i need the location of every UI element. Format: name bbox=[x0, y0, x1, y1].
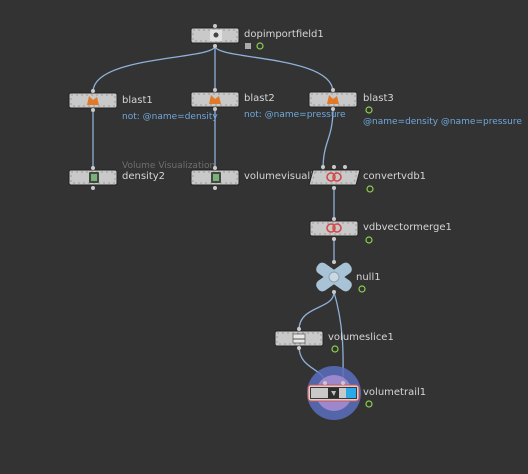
wire-blast3-convertvdb1 bbox=[322, 107, 334, 171]
vdb-icon bbox=[326, 172, 342, 182]
node-label: volumevisualiz bbox=[244, 171, 319, 182]
node-comment: not: @name=pressure bbox=[244, 110, 346, 120]
null-icon bbox=[316, 262, 352, 292]
node-label: blast3 bbox=[363, 93, 394, 104]
network-box-label: Volume Visualization bbox=[122, 161, 216, 171]
node-comment: not: @name=density bbox=[122, 112, 218, 122]
flag-ring-icon bbox=[366, 185, 374, 193]
node-label: convertvdb1 bbox=[363, 171, 427, 182]
node-label: dopimportfield1 bbox=[244, 29, 324, 40]
flag-ring-icon bbox=[256, 42, 264, 50]
node-label: blast2 bbox=[244, 93, 275, 104]
flag-ring-icon bbox=[365, 236, 373, 244]
blast-icon bbox=[209, 95, 221, 104]
flag-ring-icon bbox=[331, 345, 339, 353]
display-flag[interactable] bbox=[346, 388, 356, 398]
volume-trail-icon bbox=[328, 388, 339, 398]
node-label: blast1 bbox=[122, 95, 153, 106]
wire-dopimportfield-blast1 bbox=[92, 45, 216, 93]
blast-icon bbox=[327, 95, 339, 104]
node-label: volumeslice1 bbox=[328, 332, 394, 343]
node-label: density2 bbox=[122, 171, 166, 182]
node-comment: @name=density @name=pressure bbox=[363, 117, 522, 127]
vdb-icon bbox=[326, 223, 342, 233]
node-label: volumetrail1 bbox=[363, 387, 427, 398]
node-label: null1 bbox=[356, 272, 381, 283]
volume-slice-icon bbox=[292, 333, 306, 344]
flag-ring-icon bbox=[365, 106, 373, 114]
flag-ring-icon bbox=[365, 400, 373, 408]
wire-null1-volumeslice1 bbox=[298, 291, 335, 331]
blast-icon bbox=[87, 96, 99, 105]
lock-icon bbox=[245, 43, 251, 49]
wire-dopimportfield-blast3 bbox=[214, 45, 334, 93]
flag-ring-icon bbox=[358, 285, 366, 293]
node-label: vdbvectormerge1 bbox=[363, 222, 452, 233]
